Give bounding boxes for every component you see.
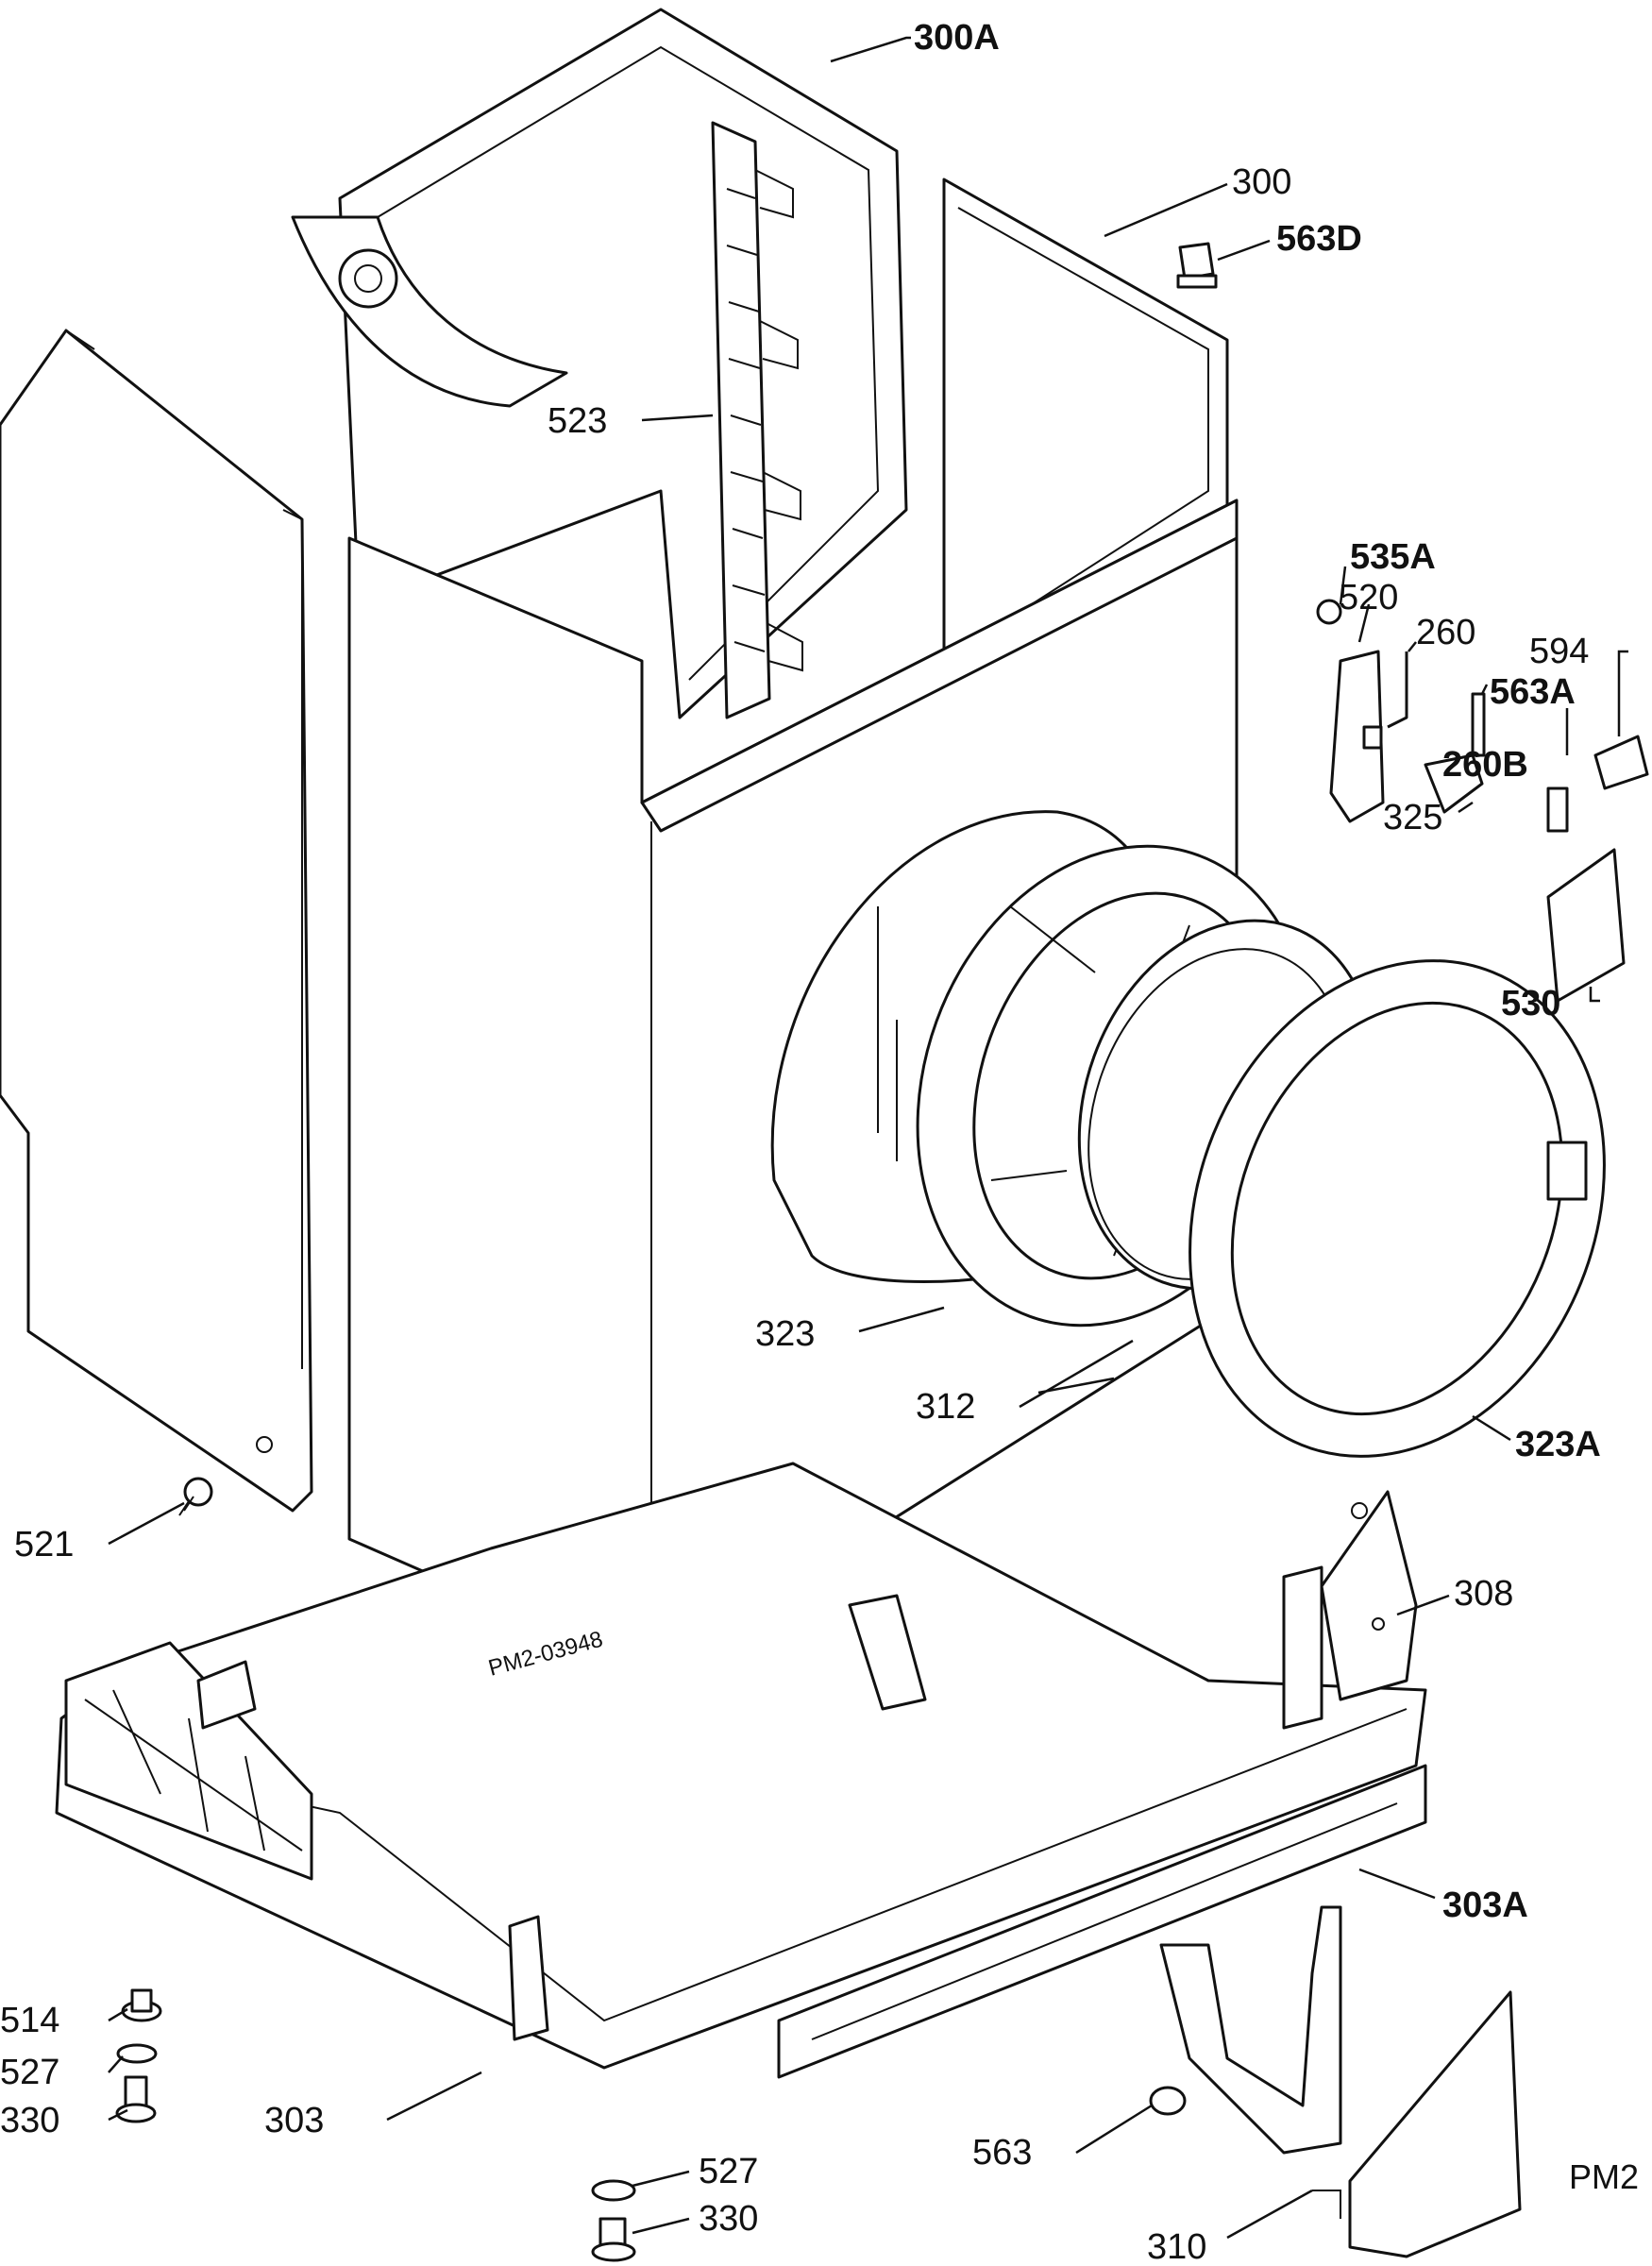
label-308: 308 (1454, 1574, 1513, 1614)
label-312: 312 (916, 1387, 975, 1427)
label-330-bottom: 330 (699, 2199, 758, 2239)
label-563A: 563A (1490, 672, 1576, 712)
label-323A: 323A (1515, 1425, 1601, 1464)
base-plinth-303 (55, 1462, 1427, 2070)
label-300: 300 (1232, 162, 1291, 202)
corner-code: PM2 (1569, 2157, 1639, 2196)
foot-fixings-left (115, 1988, 162, 2123)
door-lock-assembly (1316, 599, 1649, 1003)
label-260: 260 (1416, 613, 1475, 652)
label-535A: 535A (1350, 537, 1436, 577)
label-303A: 303A (1442, 1886, 1528, 1925)
label-563: 563 (972, 2133, 1032, 2173)
label-594: 594 (1529, 632, 1589, 671)
label-330-left: 330 (0, 2101, 59, 2140)
label-563D: 563D (1276, 219, 1362, 259)
rail-523 (711, 121, 803, 719)
service-flap-310 (1312, 1990, 1522, 2258)
front-plinth-303A (777, 1764, 1427, 2079)
label-323: 323 (755, 1314, 815, 1354)
hinge-308 (1282, 1490, 1418, 1730)
label-527-left: 527 (0, 2053, 59, 2092)
leader-lines (108, 36, 1628, 2240)
label-521: 521 (14, 1525, 74, 1564)
label-527-bottom: 527 (699, 2152, 758, 2191)
label-303: 303 (264, 2101, 324, 2140)
stopper-563D (1176, 242, 1218, 289)
screw-521 (178, 1477, 213, 1516)
label-325: 325 (1383, 798, 1442, 837)
label-260B: 260B (1442, 745, 1528, 785)
label-300A: 300A (914, 18, 1000, 58)
door-ring-323A (1188, 959, 1606, 1458)
foot-fixings-bottom (591, 2179, 636, 2262)
flap-bracket-563 (1149, 1905, 1342, 2155)
left-side-panel (0, 329, 313, 1513)
label-523: 523 (548, 401, 607, 441)
label-520: 520 (1339, 578, 1398, 617)
label-530: 530 (1501, 984, 1560, 1023)
label-310: 310 (1147, 2227, 1206, 2266)
callout-labels: 300A 300 563D 523 535A 520 260 594 563A … (0, 18, 1601, 2266)
label-514: 514 (0, 2001, 59, 2040)
